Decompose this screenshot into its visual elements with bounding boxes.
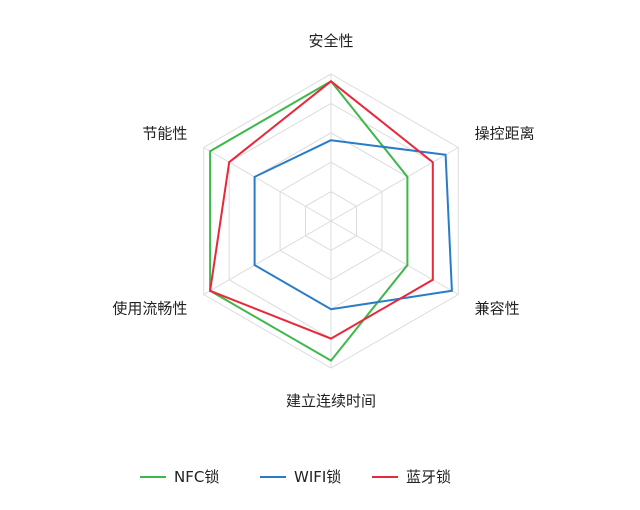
- axis-label-3: 建立连续时间: [286, 392, 376, 410]
- series-line-0: [209, 80, 409, 362]
- legend: NFC锁 WIFI锁 蓝牙锁: [140, 468, 451, 486]
- legend-item-2[interactable]: 蓝牙锁: [372, 468, 451, 486]
- series-line-2: [208, 80, 434, 340]
- grid-spoke-4: [203, 220, 332, 295]
- axis-label-2: 兼容性: [475, 300, 520, 318]
- grid-spoke-5: [203, 147, 332, 222]
- axis-label-0: 安全性: [308, 32, 353, 50]
- radar-grid: [203, 73, 459, 369]
- legend-label-1: WIFI锁: [294, 468, 341, 486]
- axis-label-1: 操控距离: [475, 125, 535, 143]
- legend-item-1[interactable]: WIFI锁: [260, 468, 341, 486]
- axis-label-5: 节能性: [142, 125, 187, 143]
- series-line-1: [253, 139, 453, 311]
- legend-item-0[interactable]: NFC锁: [140, 468, 219, 486]
- legend-label-2: 蓝牙锁: [406, 468, 451, 486]
- grid-spoke-2: [330, 220, 459, 295]
- legend-label-0: NFC锁: [174, 468, 219, 486]
- axis-label-4: 使用流畅性: [112, 300, 187, 318]
- radar-series-layer: [208, 80, 453, 362]
- grid-spoke-1: [330, 147, 459, 222]
